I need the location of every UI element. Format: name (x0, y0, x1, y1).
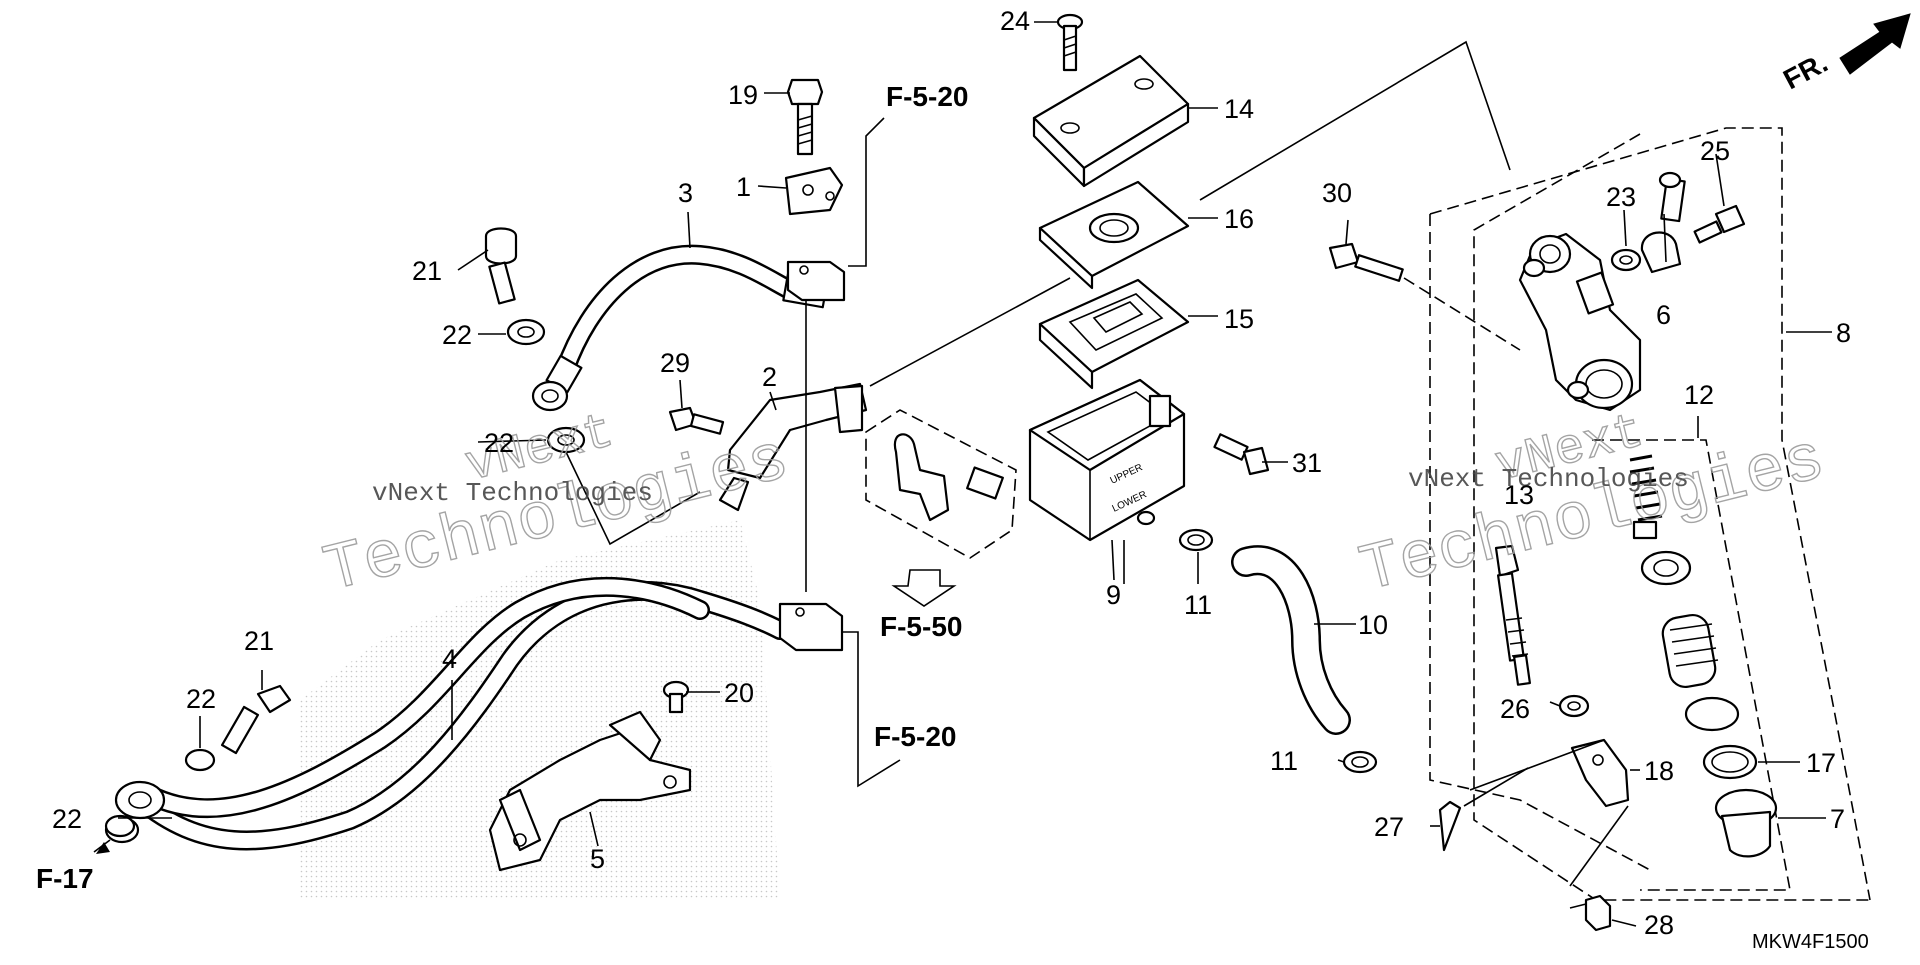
reservoir-hose-10 (1231, 545, 1351, 735)
label-part-22-c: 22 (186, 684, 216, 714)
label-part-1: 1 (736, 172, 751, 202)
diaphragm-15 (1038, 278, 1190, 390)
label-part-13: 13 (1504, 480, 1534, 510)
washer-22-d (104, 814, 136, 838)
lower-brake-hose (104, 576, 790, 851)
label-part-18: 18 (1644, 756, 1674, 786)
label-part-27: 27 (1374, 812, 1404, 842)
label-part-30: 30 (1322, 178, 1352, 208)
label-part-21-lower: 21 (244, 626, 274, 656)
label-part-26: 26 (1500, 694, 1530, 724)
clevis-18 (1570, 738, 1630, 808)
hose-guard-5 (488, 710, 692, 872)
label-part-20: 20 (724, 678, 754, 708)
label-part-22-b: 22 (484, 428, 514, 458)
bolt-29 (668, 406, 725, 435)
hose-joint-upper (786, 260, 846, 302)
label-part-29: 29 (660, 348, 690, 378)
circlip-17 (1702, 744, 1758, 780)
label-part-23: 23 (1606, 182, 1636, 212)
reservoir-9: UPPER LOWER (1028, 378, 1186, 542)
clamp-11-upper (1178, 528, 1214, 552)
label-part-21-upper: 21 (412, 256, 442, 286)
push-rod-13 (1494, 544, 1531, 686)
boot (1684, 696, 1740, 732)
ref-f-5-20-lower: F-5-20 (874, 721, 956, 752)
watermark-full-left: vNext Technologies (372, 478, 653, 508)
label-part-9: 9 (1106, 580, 1121, 610)
primary-cup (1640, 550, 1692, 586)
assembly-box-8 (1429, 127, 1871, 901)
diagram-code: MKW4F1500 (1752, 931, 1869, 953)
bracket-2 (718, 382, 868, 512)
label-part-16: 16 (1224, 204, 1254, 234)
label-part-15: 15 (1224, 304, 1254, 334)
washer-22-c (184, 748, 216, 772)
screw-25 (1693, 204, 1746, 244)
label-part-24: 24 (1000, 6, 1030, 36)
label-part-31: 31 (1292, 448, 1322, 478)
leader-lines (118, 21, 1832, 927)
ref-f-5-20-upper: F-5-20 (886, 81, 968, 112)
washer-22-a (506, 318, 546, 346)
ref-f-5-50: F-5-50 (880, 611, 962, 642)
label-part-22-d: 22 (52, 804, 82, 834)
label-part-2: 2 (762, 362, 777, 392)
label-part-12: 12 (1684, 380, 1714, 410)
label-part-3: 3 (678, 178, 693, 208)
watermark-full-right: vNext Technologies (1408, 464, 1689, 494)
piston (1661, 613, 1719, 689)
label-part-10: 10 (1358, 610, 1388, 640)
part-number-labels: 1 2 3 4 5 6 7 8 9 10 11 11 12 13 14 15 1… (52, 6, 1851, 940)
screw-20 (662, 680, 690, 714)
cotter-pin-27 (1438, 800, 1462, 852)
bolt-21-upper (484, 227, 518, 305)
background-logo-ghost (300, 520, 780, 900)
label-part-25: 25 (1700, 136, 1730, 166)
label-part-28: 28 (1644, 910, 1674, 940)
hose-stay-plate (784, 166, 844, 216)
reservoir-cap-14 (1032, 54, 1190, 188)
label-part-7: 7 (1830, 804, 1845, 834)
screw-24 (1056, 13, 1084, 72)
label-part-22-a: 22 (442, 320, 472, 350)
label-part-19: 19 (728, 80, 758, 110)
label-part-4: 4 (442, 644, 457, 674)
label-part-11-lower: 11 (1270, 746, 1298, 776)
hose-joint-lower (778, 602, 844, 652)
label-part-5: 5 (590, 844, 605, 874)
master-cylinder-body (1518, 232, 1642, 412)
piston-kit-box-12 (1592, 439, 1791, 891)
diaphragm-plate-16 (1038, 180, 1190, 290)
upper-brake-hose (531, 244, 830, 412)
clamp-11-lower (1342, 750, 1378, 774)
hose-joint-6 (1640, 171, 1686, 274)
label-part-11-upper: 11 (1184, 590, 1212, 620)
clip-inset (865, 409, 1017, 607)
ref-f-17: F-17 (36, 863, 94, 894)
bolt-21-lower (220, 684, 292, 755)
label-part-14: 14 (1224, 94, 1254, 124)
dust-boot-7 (1714, 788, 1778, 858)
front-direction-arrow: FR. (1778, 13, 1911, 96)
front-direction-label: FR. (1778, 47, 1832, 96)
bolt-30 (1328, 242, 1404, 282)
label-part-8: 8 (1836, 318, 1851, 348)
bolt-31 (1213, 433, 1270, 476)
spring (1629, 454, 1663, 540)
joint-pin-28 (1569, 894, 1612, 932)
label-part-17: 17 (1806, 748, 1836, 778)
bolt-19 (786, 78, 824, 156)
nut-26 (1558, 694, 1590, 718)
washer-23 (1610, 248, 1642, 272)
label-part-6: 6 (1656, 300, 1671, 330)
